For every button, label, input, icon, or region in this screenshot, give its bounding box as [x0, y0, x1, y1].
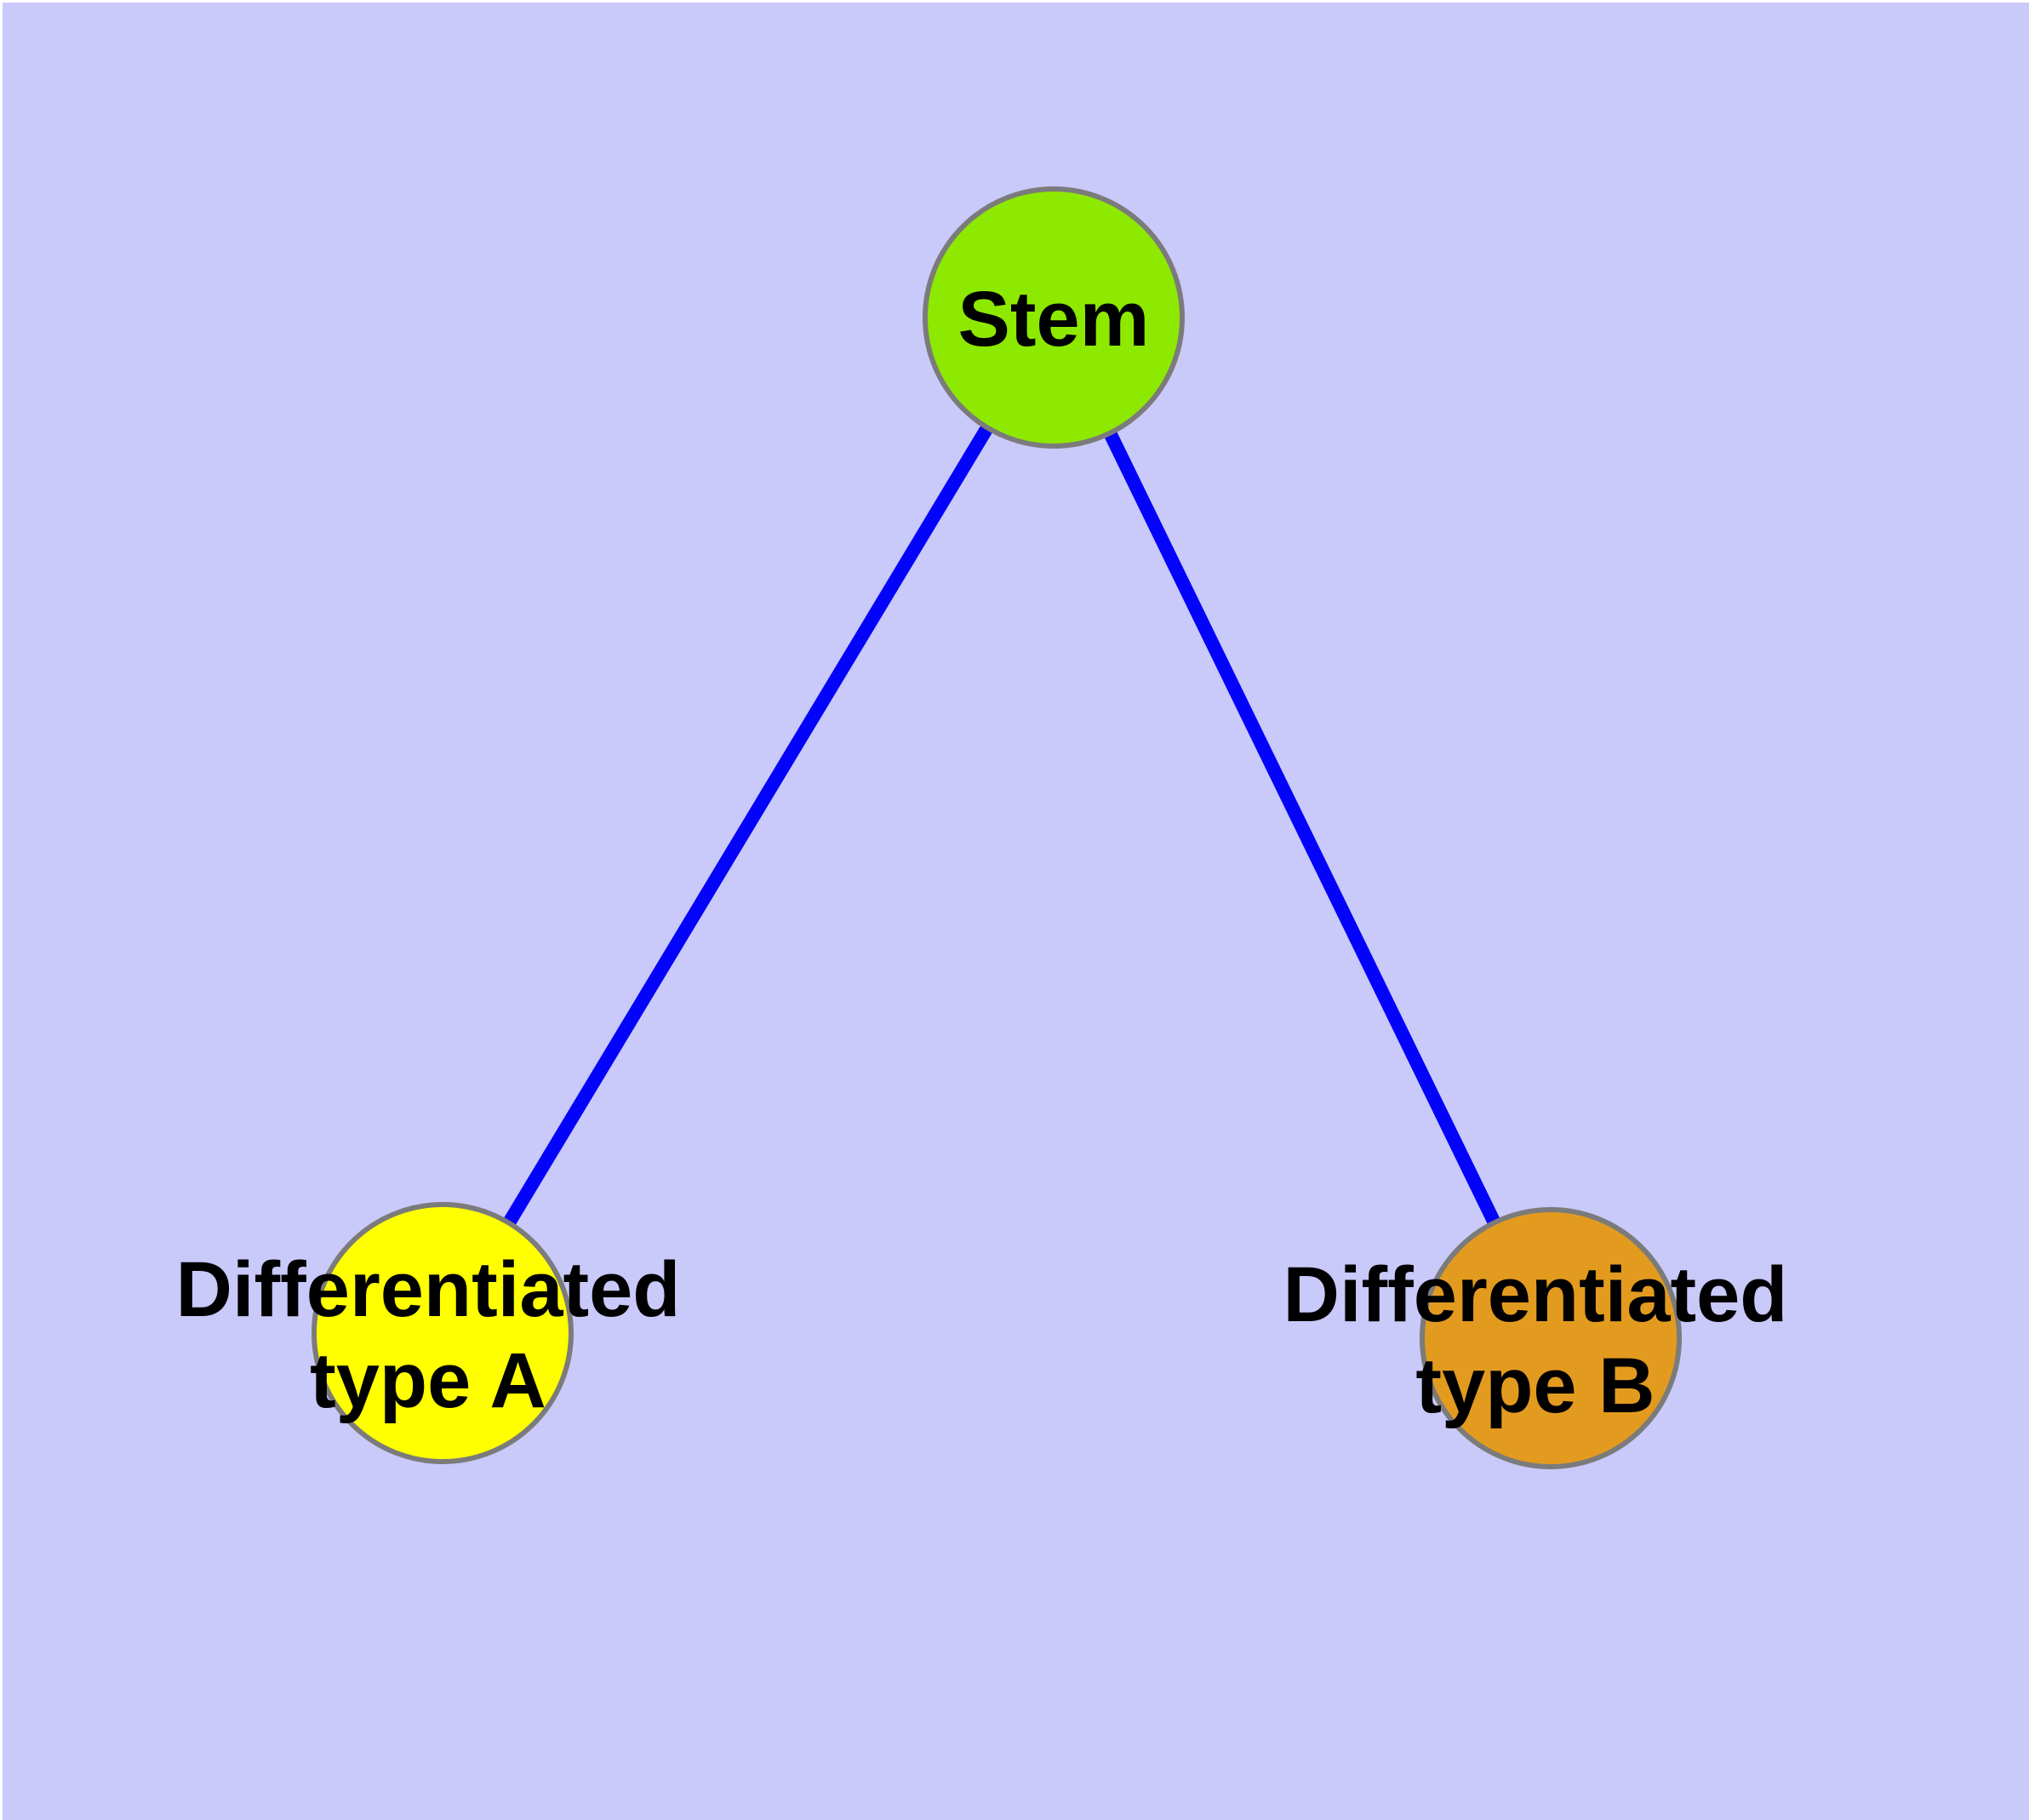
edge-stem-typeB [1047, 314, 1557, 1342]
nodes-layer [311, 186, 1682, 1469]
node-typeB-circle [1420, 1207, 1682, 1469]
edge-stem-typeA [437, 313, 1060, 1337]
node-typeA-circle [311, 1202, 574, 1464]
edges-layer [437, 313, 1557, 1342]
node-stem-label: Stem [958, 276, 1150, 363]
node-stem-circle [923, 186, 1185, 449]
